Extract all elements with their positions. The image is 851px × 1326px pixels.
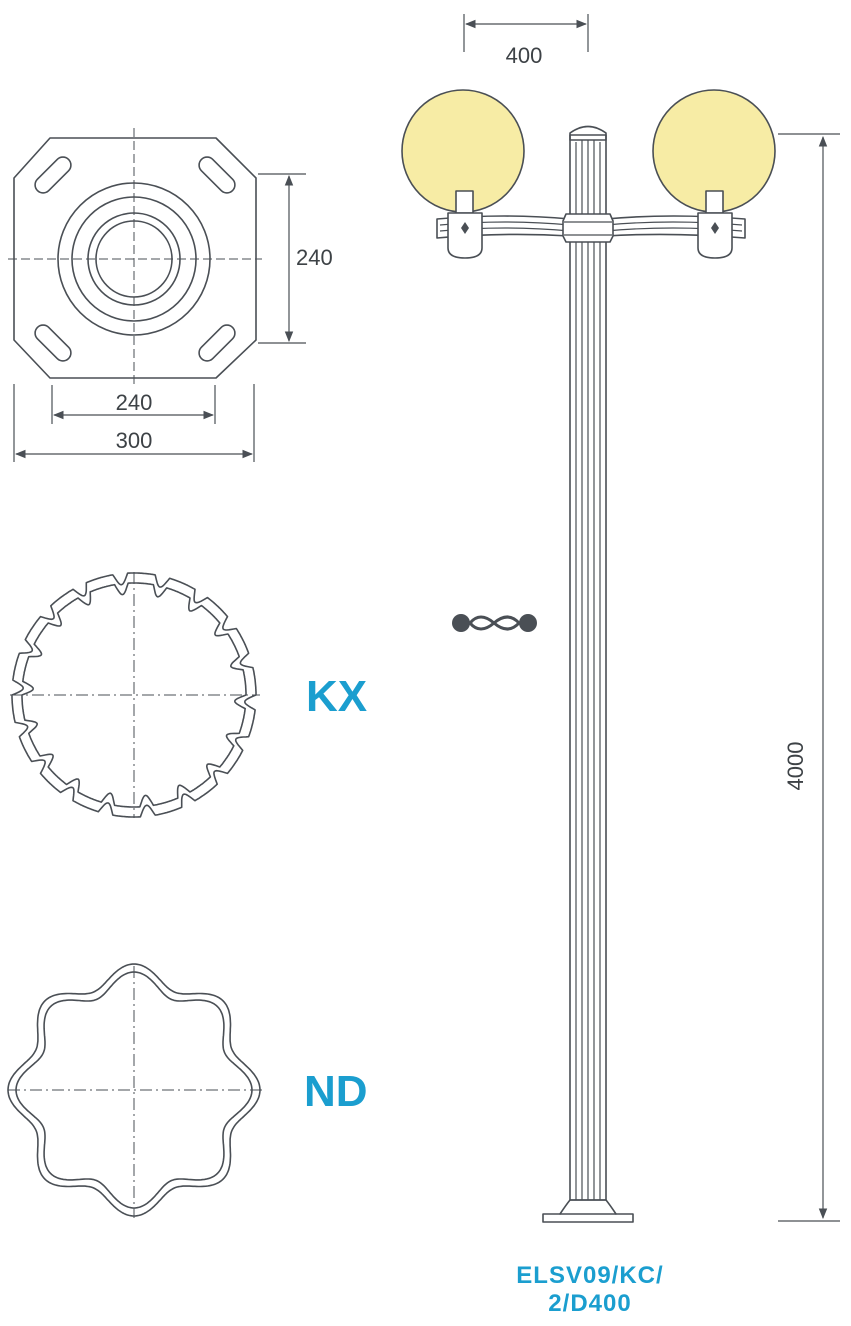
nd-profile-section <box>7 963 262 1218</box>
base-dimension-lines <box>13 173 306 462</box>
base-height-dim-label: 240 <box>296 245 333 270</box>
mounting-slot <box>198 324 236 362</box>
connector-link-symbol <box>452 614 537 632</box>
mounting-slot <box>198 156 236 194</box>
pole-height-dim-label: 4000 <box>783 742 808 791</box>
mounting-slot <box>34 324 72 362</box>
product-code-line1: ELSV09/KC/ <box>516 1262 664 1289</box>
left-lamp-holder <box>447 190 483 259</box>
kx-profile-section <box>10 572 260 818</box>
pole-elevation <box>401 89 776 1223</box>
product-code-line2: 2/D400 <box>548 1290 632 1317</box>
pole-cap <box>569 125 607 141</box>
pole-dimension-lines <box>463 14 840 1222</box>
kx-profile-label: KX <box>306 672 367 721</box>
base-plate-top-view <box>8 128 262 388</box>
arm-span-dim-label: 400 <box>506 43 543 68</box>
product-code: ELSV09/KC/ 2/D400 <box>470 1262 710 1318</box>
mounting-slot <box>34 156 72 194</box>
pole-arm <box>436 213 746 243</box>
pole-base-foot <box>542 1213 634 1223</box>
base-inner-width-dim-label: 240 <box>116 390 153 415</box>
right-lamp-holder <box>697 190 733 259</box>
nd-profile-label: ND <box>304 1067 368 1116</box>
base-outer-width-dim-label: 300 <box>116 428 153 453</box>
